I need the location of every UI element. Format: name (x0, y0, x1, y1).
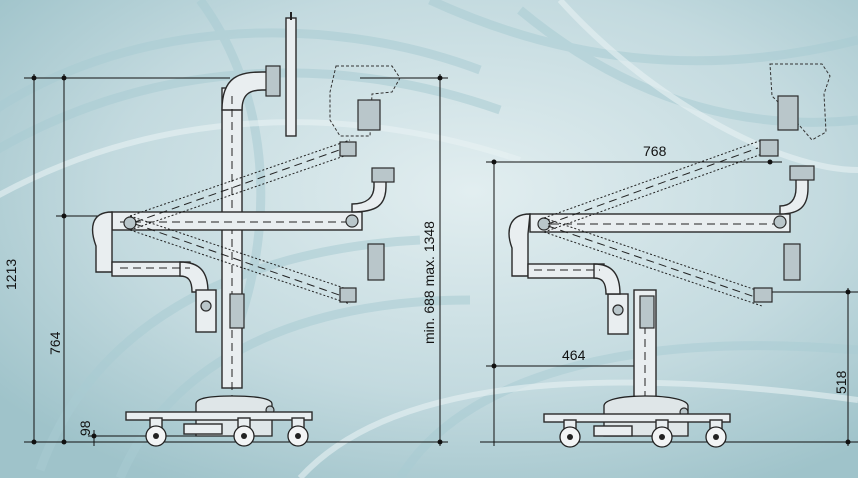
left-wheel-1 (145, 417, 167, 447)
right-wheel-1 (559, 419, 581, 448)
left-wheel-3 (287, 417, 309, 447)
right-swing-arm (508, 165, 815, 295)
right-column (607, 289, 657, 412)
right-wheel-3 (705, 419, 727, 448)
left-dimension-lines (24, 74, 448, 446)
left-ghost-heads (329, 65, 401, 303)
dim-total-height: 1213 (3, 259, 19, 290)
left-swing-arm (91, 167, 395, 333)
dim-horizontal-min: 464 (562, 347, 586, 363)
right-ghost-heads (753, 63, 831, 303)
right-arm-range-lines (543, 139, 763, 307)
dim-reach: min. 688 max. 1348 (421, 221, 437, 344)
dim-base-height: 98 (77, 420, 93, 436)
left-wheel-2 (233, 417, 255, 447)
right-wheel-2 (651, 419, 673, 448)
right-base (543, 395, 731, 448)
dim-horizontal-reach: 768 (643, 143, 667, 159)
dim-pivot-height: 764 (47, 331, 63, 355)
left-view: 1213 764 98 min. 688 max. 1348 (3, 12, 448, 447)
left-base (125, 395, 313, 447)
left-arm-range-lines (129, 139, 351, 305)
right-view: 768 464 518 (480, 63, 858, 448)
dim-vertical-height: 518 (833, 370, 849, 394)
